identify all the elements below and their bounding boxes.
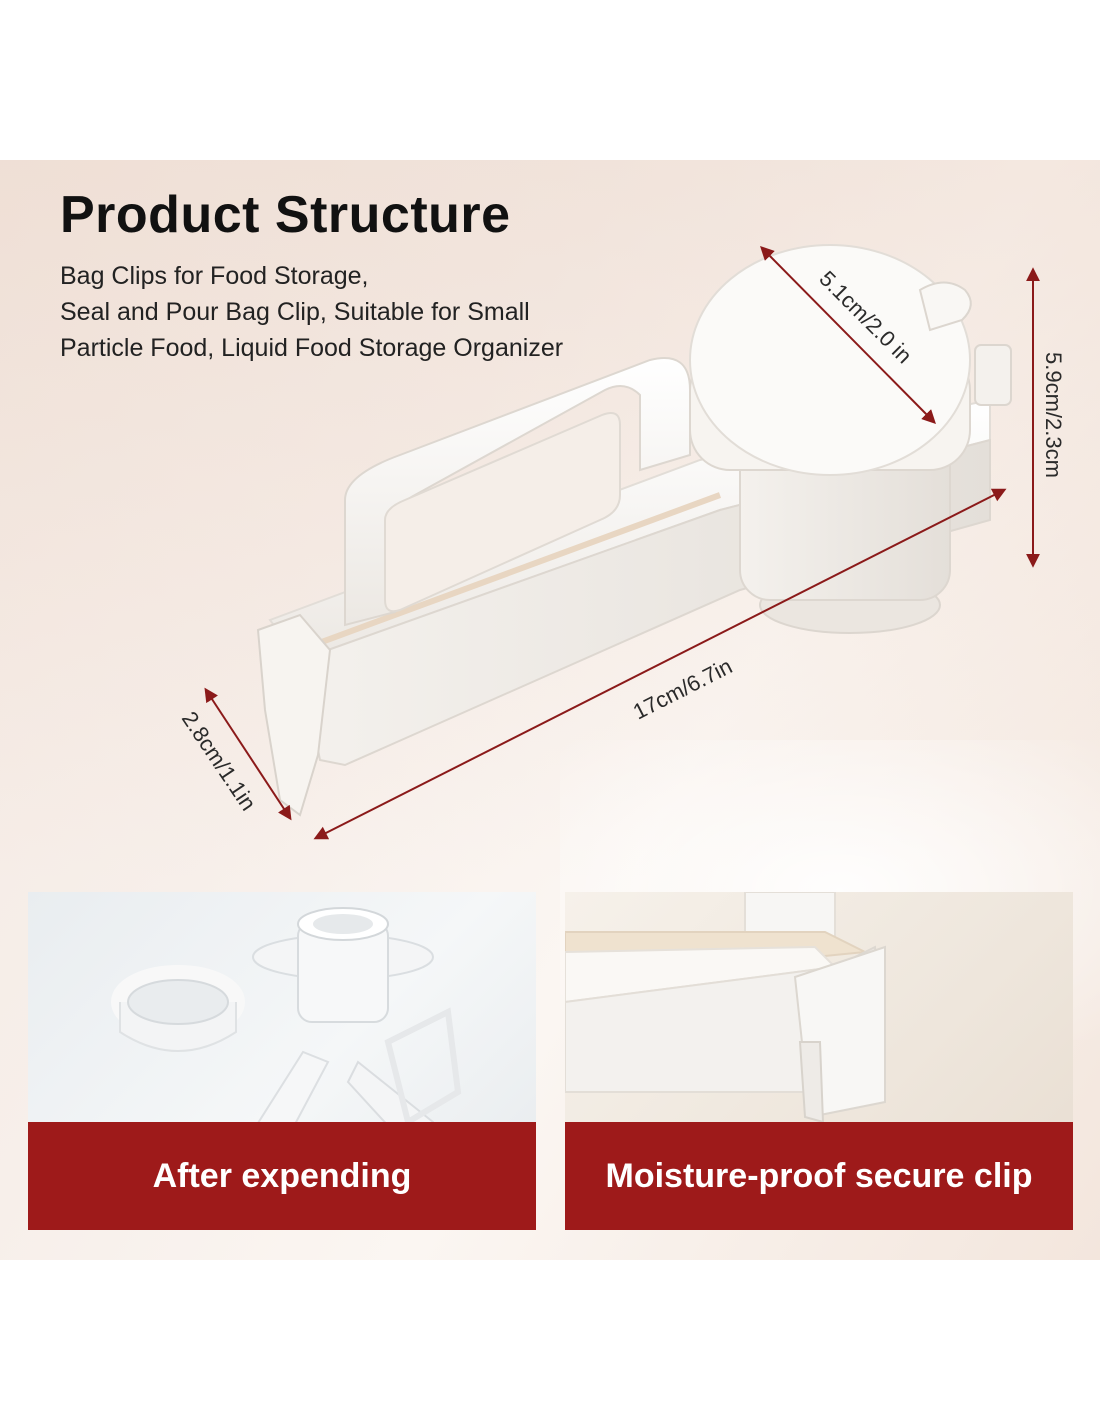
expanded-view-panel: After expending: [28, 892, 536, 1230]
width-label: 2.8cm/1.1in: [177, 707, 261, 815]
caption-text: Moisture-proof secure clip: [605, 1156, 1033, 1195]
length-arrow: [313, 488, 1007, 840]
caption-text: After expending: [152, 1156, 412, 1195]
secure-clip-panel: Moisture-proof secure clip: [565, 892, 1073, 1230]
secure-clip-image: [565, 892, 887, 1124]
height-label: 5.9cm/2.3cm: [1041, 352, 1066, 478]
page-title: Product Structure: [60, 186, 511, 244]
dimension-arrows: [204, 246, 1040, 840]
lid-diameter-arrow: [760, 246, 936, 424]
width-arrow: [204, 687, 292, 821]
caption-bar: After expending: [28, 1122, 536, 1230]
product-illustration: 5.1cm/2.0 in 5.9cm/2.3cm 17cm/6.7in 2.8c…: [177, 244, 1066, 840]
length-label: 17cm/6.7in: [629, 653, 736, 724]
product-description: Bag Clips for Food Storage, Seal and Pou…: [60, 258, 680, 366]
description-line: Bag Clips for Food Storage,: [60, 262, 369, 290]
description-line: Seal and Pour Bag Clip, Suitable for Sma…: [60, 298, 530, 326]
description-line: Particle Food, Liquid Food Storage Organ…: [60, 334, 564, 362]
caption-bar: Moisture-proof secure clip: [565, 1122, 1073, 1230]
